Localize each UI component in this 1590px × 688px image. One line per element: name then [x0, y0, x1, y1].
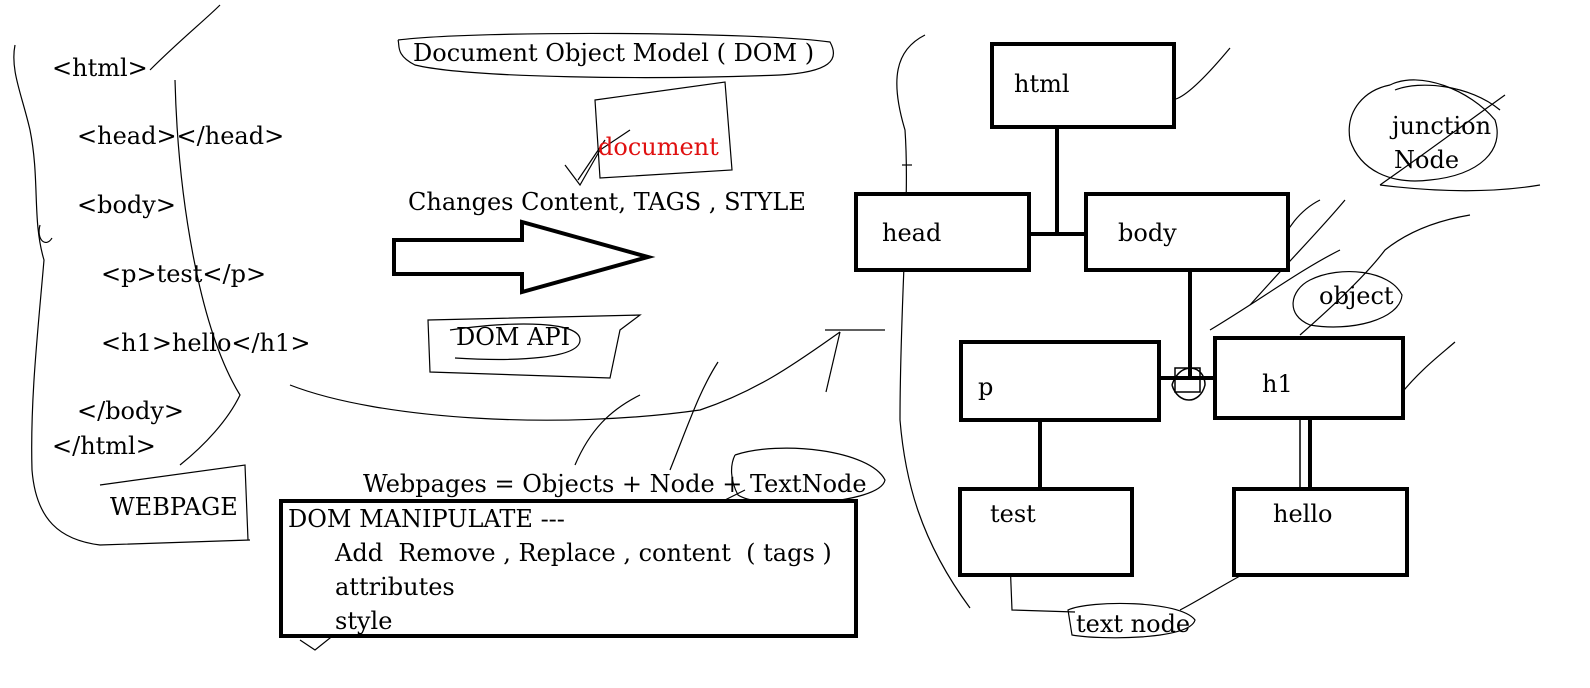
tree-node-hello-label: hello — [1273, 500, 1333, 528]
arrow-right-icon — [392, 219, 656, 295]
code-line-p: <p>test</p> — [101, 260, 267, 288]
tree-node-p — [959, 340, 1161, 422]
webpage-caption: WEBPAGE — [110, 493, 238, 521]
dom-title: Document Object Model ( DOM ) — [413, 39, 815, 67]
manipulate-actions: Add Remove , Replace , content ( tags ) — [335, 539, 832, 567]
dom-api-label: DOM API — [456, 323, 571, 351]
tree-node-hello — [1232, 487, 1409, 577]
object-label: object — [1319, 282, 1394, 310]
tree-node-body — [1084, 192, 1290, 272]
tree-node-html — [990, 42, 1176, 129]
manipulate-heading: DOM MANIPULATE --- — [288, 505, 565, 533]
tree-node-head-label: head — [882, 219, 942, 247]
manipulate-attributes: attributes — [335, 573, 455, 601]
changes-text: Changes Content, TAGS , STYLE — [408, 188, 806, 216]
node-label: Node — [1394, 146, 1460, 174]
code-line-body-close: </body> — [77, 397, 185, 425]
code-line-html-close: </html> — [52, 432, 156, 460]
tree-node-p-label: p — [978, 373, 994, 401]
tree-node-html-label: html — [1014, 70, 1070, 98]
junction-label: junction — [1392, 112, 1492, 140]
tree-node-head — [854, 192, 1031, 272]
tree-node-test — [958, 487, 1134, 577]
tree-node-h1 — [1213, 336, 1405, 420]
code-line-html-open: <html> — [52, 54, 148, 82]
tree-node-body-label: body — [1118, 219, 1177, 247]
code-line-body-open: <body> — [77, 191, 176, 219]
manipulate-style: style — [335, 607, 393, 635]
code-line-head: <head></head> — [77, 122, 285, 150]
tree-node-test-label: test — [990, 500, 1036, 528]
tree-node-h1-label: h1 — [1262, 370, 1293, 398]
dom-manipulate-box — [279, 499, 858, 638]
webpages-equation: Webpages = Objects + Node + TextNode — [363, 470, 867, 498]
code-line-h1: <h1>hello</h1> — [101, 329, 311, 357]
document-label: document — [598, 133, 719, 161]
text-node-label: text node — [1076, 610, 1191, 638]
